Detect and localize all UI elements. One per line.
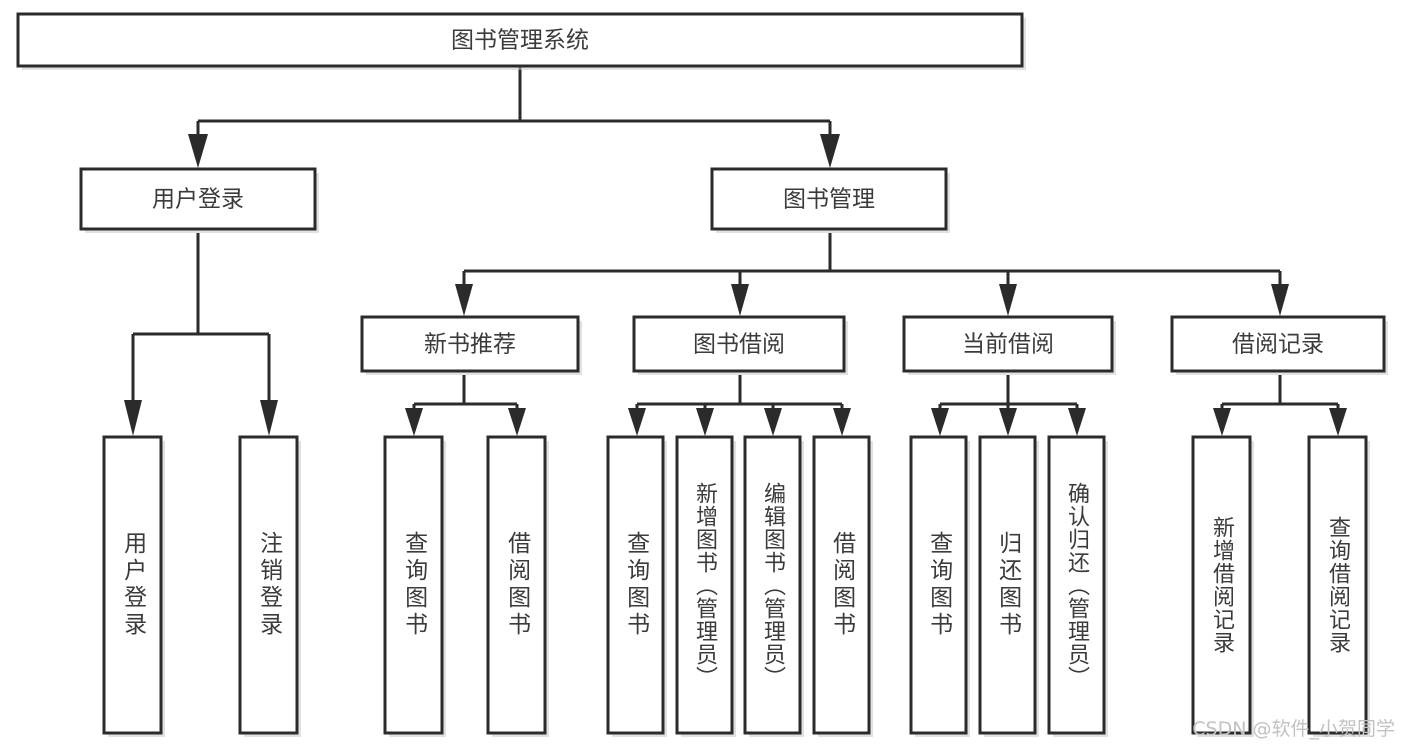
leaf-borrow-2[interactable]	[675, 435, 734, 735]
node-book-borrow[interactable]	[632, 315, 846, 373]
node-borrow-record[interactable]	[1170, 315, 1386, 373]
arrow-bookmgmt-to-record	[1271, 284, 1289, 316]
leaf-borrow-4[interactable]	[812, 435, 871, 735]
arrow-bookmgmt-to-new-recommend	[455, 284, 473, 316]
node-user-login-label: 用户登录	[152, 187, 244, 213]
leaf-current-3[interactable]	[1047, 435, 1106, 735]
node-current-borrow[interactable]	[902, 315, 1114, 373]
watermark-text: CSDN @软件_小贺同学	[1192, 718, 1395, 740]
node-root-label: 图书管理系统	[451, 28, 589, 54]
arrow-record-leaf-2	[1329, 408, 1347, 436]
arrow-record-leaf-1	[1213, 408, 1231, 436]
arrow-current-leaf-1	[931, 408, 949, 436]
node-user-login[interactable]	[79, 167, 317, 231]
arrow-bookmgmt-to-current	[999, 284, 1017, 316]
node-book-management[interactable]	[710, 167, 948, 231]
arrow-borrow-leaf-3	[764, 408, 782, 436]
connector-layer	[124, 67, 1347, 436]
arrow-userlogin-leaf-2	[260, 400, 278, 436]
leaf-recommend-2[interactable]	[486, 435, 547, 735]
leaf-current-2[interactable]	[978, 435, 1037, 735]
leaf-current-1[interactable]	[909, 435, 968, 735]
node-new-book-recommend-label: 新书推荐	[424, 332, 516, 358]
arrow-borrow-leaf-1	[628, 408, 646, 436]
leaf-user-login-2[interactable]	[238, 435, 299, 735]
arrow-borrow-leaf-4	[833, 408, 851, 436]
leaf-record-2[interactable]	[1307, 435, 1368, 735]
leaf-borrow-1[interactable]	[606, 435, 665, 735]
arrow-root-to-book-mgmt	[820, 134, 840, 168]
leaf-borrow-3[interactable]	[743, 435, 802, 735]
leaf-recommend-1[interactable]	[383, 435, 444, 735]
node-book-borrow-label: 图书借阅	[693, 332, 785, 358]
node-layer: 图书管理系统 用户登录 图书管理 新书推荐 图书借阅 当前借阅 借阅记录	[16, 12, 1388, 737]
node-root[interactable]	[16, 12, 1024, 68]
arrow-current-leaf-2	[999, 408, 1017, 436]
arrow-root-to-user-login	[188, 134, 208, 168]
arrow-recommend-leaf-2	[508, 408, 526, 436]
arrow-userlogin-leaf-1	[124, 400, 142, 436]
arrow-bookmgmt-to-borrow	[731, 284, 749, 316]
node-current-borrow-label: 当前借阅	[962, 332, 1054, 358]
arrow-current-leaf-3	[1068, 408, 1086, 436]
leaf-user-login-1[interactable]	[102, 435, 163, 735]
leaf-record-1[interactable]	[1191, 435, 1252, 735]
node-book-management-label: 图书管理	[783, 187, 875, 213]
arrow-borrow-leaf-2	[696, 408, 714, 436]
node-new-book-recommend[interactable]	[360, 315, 580, 373]
arrow-recommend-leaf-1	[405, 408, 423, 436]
node-borrow-record-label: 借阅记录	[1232, 332, 1324, 358]
